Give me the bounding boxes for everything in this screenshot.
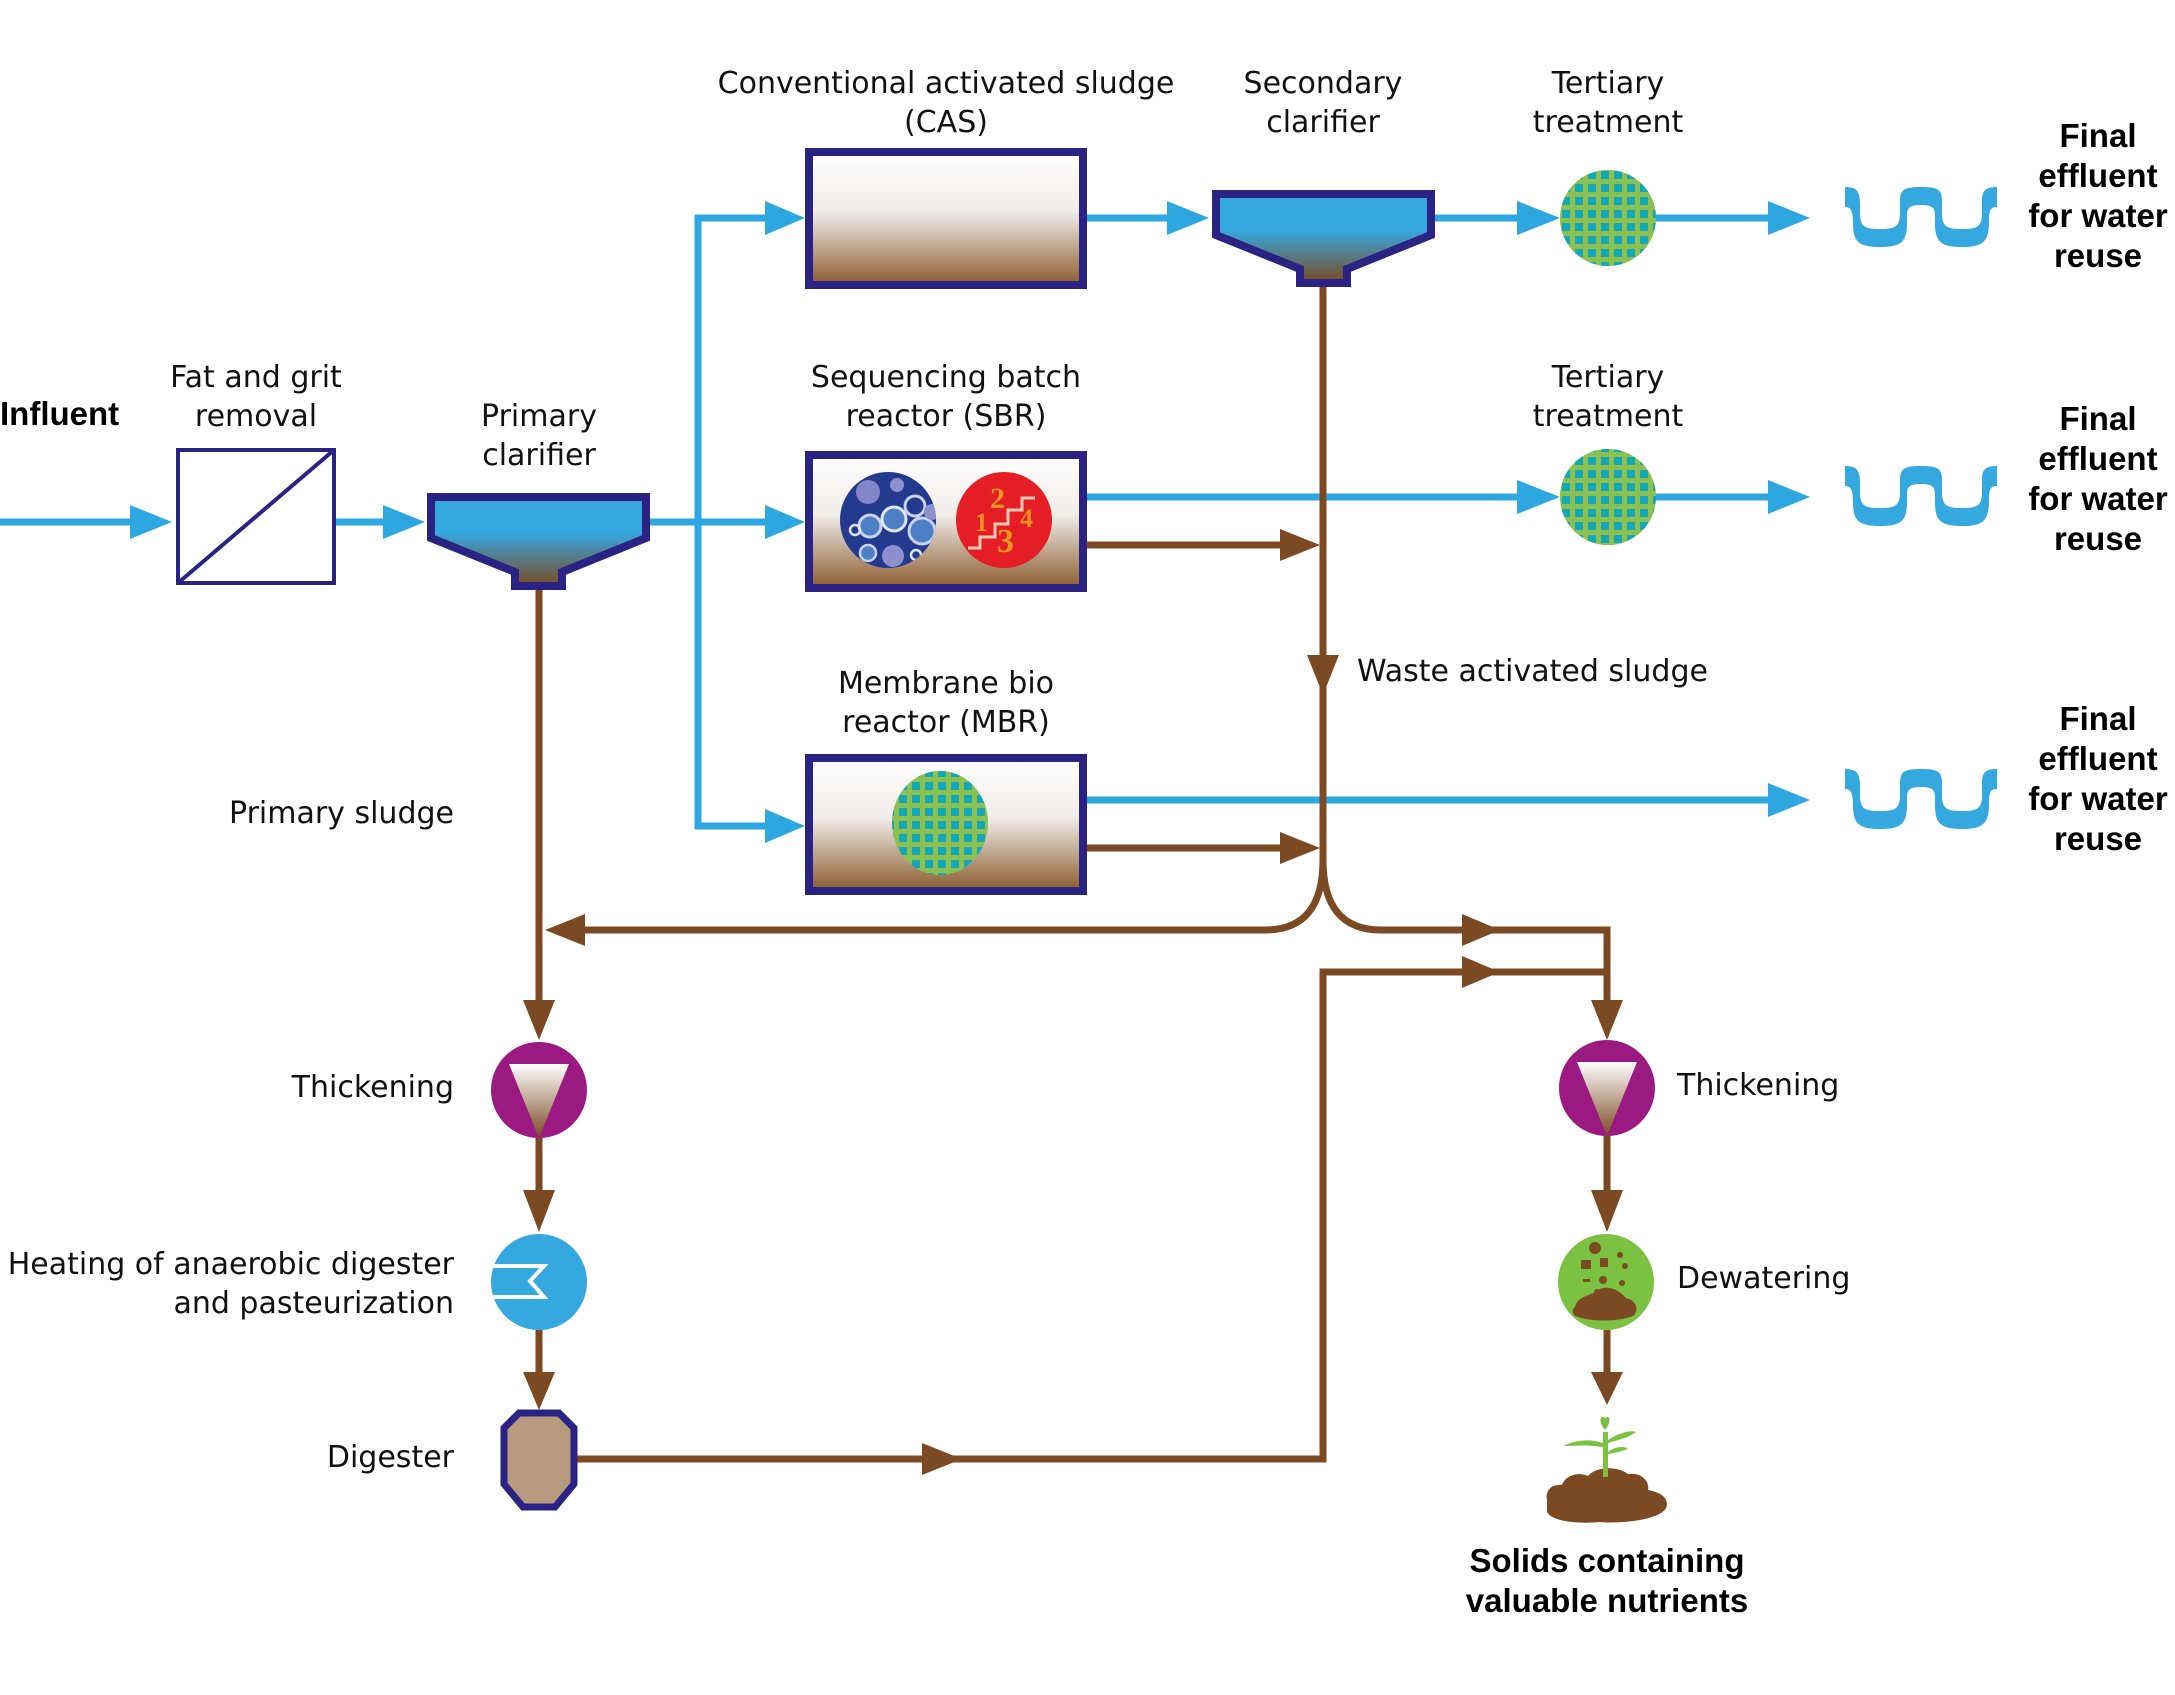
sbr-digit: 3: [997, 523, 1014, 560]
sbr-tank: 1 2 3 4: [805, 451, 1087, 592]
arrow-head: [1307, 655, 1339, 695]
water-wave-icon: [1845, 187, 1997, 247]
arrow-head: [523, 1190, 555, 1232]
arrow-head: [1167, 201, 1209, 235]
arrow-head: [922, 1443, 962, 1475]
sequence-steps-icon: 1 2 3 4: [956, 472, 1052, 568]
final-effluent-3-line3: for water: [2028, 780, 2168, 817]
final-effluent-3-line2: effluent: [2038, 740, 2157, 777]
cas-label-line1: Conventional activated sludge: [718, 66, 1175, 101]
mbr-label-line2: reactor (MBR): [842, 705, 1050, 740]
final-effluent-2-line4: reuse: [2054, 520, 2142, 557]
final-effluent-1-line2: effluent: [2038, 157, 2157, 194]
arrow-head: [765, 201, 805, 235]
final-effluent-label-1: Final effluent for water reuse: [2028, 117, 2168, 274]
digester-outflow-line: [576, 968, 1607, 1463]
arrow-head: [523, 1000, 555, 1040]
mbr-label-line1: Membrane bio: [838, 666, 1054, 701]
arrow-head: [383, 505, 425, 539]
final-effluent-3-line1: Final: [2059, 700, 2136, 737]
arrow-head: [545, 914, 585, 946]
screen-square-icon: [176, 448, 336, 585]
arrow-head: [1280, 529, 1320, 561]
sbr-label-line1: Sequencing batch: [811, 360, 1081, 395]
arrow-head: [1768, 783, 1810, 817]
tertiary-label-1-line2: treatment: [1533, 105, 1684, 140]
plant-sprout-icon: [1546, 1416, 1667, 1523]
primary-clarifier-label-line1: Primary: [481, 399, 597, 434]
arrow-head: [130, 505, 172, 539]
arrow-head: [1517, 480, 1560, 514]
arrow-head: [1280, 832, 1320, 864]
aeration-bubbles-icon: [840, 472, 936, 568]
fat-grit-label-line2: removal: [195, 399, 317, 434]
thickener-funnel-icon: [1559, 1040, 1655, 1136]
water-wave-icon: [1845, 466, 1997, 526]
tertiary-label-1-line1: Tertiary: [1551, 66, 1665, 101]
final-effluent-1-line3: for water: [2028, 197, 2168, 234]
arrow-head: [1768, 480, 1810, 514]
arrow-head: [1768, 201, 1810, 235]
tertiary-label-2-line2: treatment: [1533, 399, 1684, 434]
final-effluent-2-line2: effluent: [2038, 440, 2157, 477]
thickener-funnel-icon: [491, 1042, 587, 1138]
secondary-clarifier-label-line1: Secondary: [1244, 66, 1403, 101]
water-wave-icon: [1845, 769, 1997, 829]
thickening-right-label: Thickening: [1676, 1068, 1839, 1103]
arrow-head: [1591, 1190, 1623, 1232]
water-flow-lines: [0, 201, 1810, 843]
arrow-head: [1517, 201, 1560, 235]
heating-label-line1: Heating of anaerobic digester: [8, 1247, 455, 1282]
digester-tank-icon: [500, 1409, 578, 1511]
waste-to-thickening-line: [1319, 859, 1611, 1010]
fat-grit-label-line1: Fat and grit: [170, 360, 342, 395]
final-effluent-1-line4: reuse: [2054, 237, 2142, 274]
secondary-clarifier-label-line2: clarifier: [1266, 105, 1380, 140]
influent-label: Influent: [0, 395, 119, 432]
digester-label: Digester: [327, 1440, 455, 1475]
cas-label-line2: (CAS): [904, 105, 988, 140]
filter-grid-circle-icon: [1560, 170, 1656, 266]
arrow-head: [765, 505, 805, 539]
filter-grid-circle-icon: [1560, 449, 1656, 545]
tertiary-label-2-line1: Tertiary: [1551, 360, 1665, 395]
primary-sludge-label: Primary sludge: [229, 796, 454, 831]
sbr-digit: 4: [1020, 504, 1033, 533]
mbr-tank: [805, 754, 1087, 895]
membrane-grid-icon: [892, 771, 988, 875]
arrow-head: [1591, 1372, 1623, 1405]
final-effluent-3-line4: reuse: [2054, 820, 2142, 857]
arrow-head: [523, 1372, 555, 1410]
primary-clarifier-label-line2: clarifier: [482, 438, 596, 473]
clarifier-tank-icon: [427, 493, 650, 590]
heat-exchanger-icon: [491, 1234, 587, 1330]
heating-label-line2: and pasteurization: [173, 1286, 454, 1321]
solids-label-line1: Solids containing: [1469, 1542, 1744, 1579]
sbr-digit: 1: [975, 508, 988, 537]
dewatering-label: Dewatering: [1677, 1261, 1850, 1296]
solids-label-line2: valuable nutrients: [1466, 1582, 1748, 1619]
arrow-head: [1591, 1000, 1623, 1040]
final-effluent-1-line1: Final: [2059, 117, 2136, 154]
final-effluent-2-line1: Final: [2059, 400, 2136, 437]
final-effluent-label-2: Final effluent for water reuse: [2028, 400, 2168, 557]
arrow-head: [765, 809, 805, 843]
distribution-trunk: [694, 214, 770, 830]
arrow-head: [1462, 956, 1500, 988]
final-effluent-label-3: Final effluent for water reuse: [2028, 700, 2168, 857]
waste-activated-sludge-label: Waste activated sludge: [1357, 654, 1708, 689]
sbr-digit: 2: [990, 482, 1005, 515]
sbr-label-line2: reactor (SBR): [846, 399, 1047, 434]
arrow-head: [1462, 914, 1500, 946]
thickening-left-label: Thickening: [291, 1070, 454, 1105]
reactor-tank-icon: [805, 148, 1087, 289]
sludge-flow-lines: [523, 285, 1623, 1475]
final-effluent-2-line3: for water: [2028, 480, 2168, 517]
clarifier-tank-icon: [1212, 190, 1435, 287]
dewatering-solids-icon: [1558, 1234, 1654, 1330]
